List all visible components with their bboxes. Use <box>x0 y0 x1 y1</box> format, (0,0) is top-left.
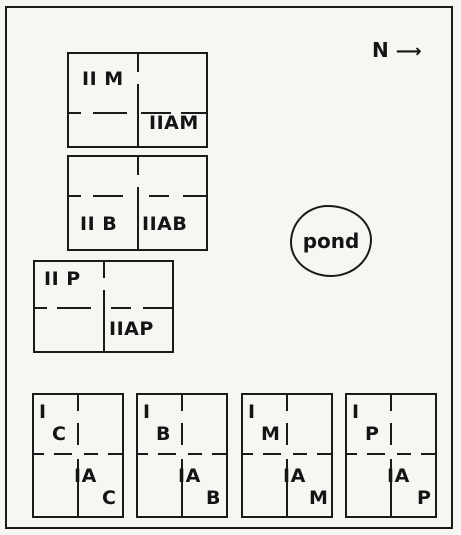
pond: pond <box>290 205 372 277</box>
north-arrow-icon: ⟶ <box>395 41 422 62</box>
north-label: N <box>372 38 389 62</box>
plot-i-p-main: I <box>352 401 360 423</box>
plot-ia-p-main: IA <box>387 465 410 487</box>
plot-iiab-label: IIAB <box>142 213 188 235</box>
plot-ia-m-main: IA <box>283 465 306 487</box>
plot-i-b-sub: B <box>156 423 171 445</box>
plot-i-b: I B IA B <box>136 393 228 518</box>
plot-ii-b: II B IIAB <box>67 155 208 251</box>
plot-ii-m: II M IIAM <box>67 52 208 148</box>
plot-ii-p-label: II P <box>44 268 81 290</box>
pond-label: pond <box>302 229 360 253</box>
plot-i-c-sub: C <box>52 423 67 445</box>
plot-i-b-main: I <box>143 401 151 423</box>
plot-i-m-main: I <box>248 401 256 423</box>
plot-i-p: I P IA P <box>345 393 437 518</box>
plot-i-m-sub: M <box>261 423 281 445</box>
plot-i-m: I M IA M <box>241 393 333 518</box>
plot-ii-b-label: II B <box>80 213 118 235</box>
plot-ia-c-sub: C <box>102 487 117 509</box>
map-frame <box>5 6 453 529</box>
plot-i-c: I C IA C <box>32 393 124 518</box>
plot-ia-c-main: IA <box>74 465 97 487</box>
plot-iiap-label: IIAP <box>109 318 154 340</box>
plot-i-c-main: I <box>39 401 47 423</box>
plot-i-p-sub: P <box>365 423 380 445</box>
plot-ia-m-sub: M <box>309 487 329 509</box>
plot-ii-p: II P IIAP <box>33 260 174 353</box>
plot-ia-b-main: IA <box>178 465 201 487</box>
north-indicator: N ⟶ <box>372 38 422 62</box>
plot-ia-p-sub: P <box>417 487 432 509</box>
plot-ii-m-label: II M <box>82 68 124 90</box>
plot-iiam-label: IIAM <box>149 112 199 134</box>
plot-ia-b-sub: B <box>206 487 221 509</box>
